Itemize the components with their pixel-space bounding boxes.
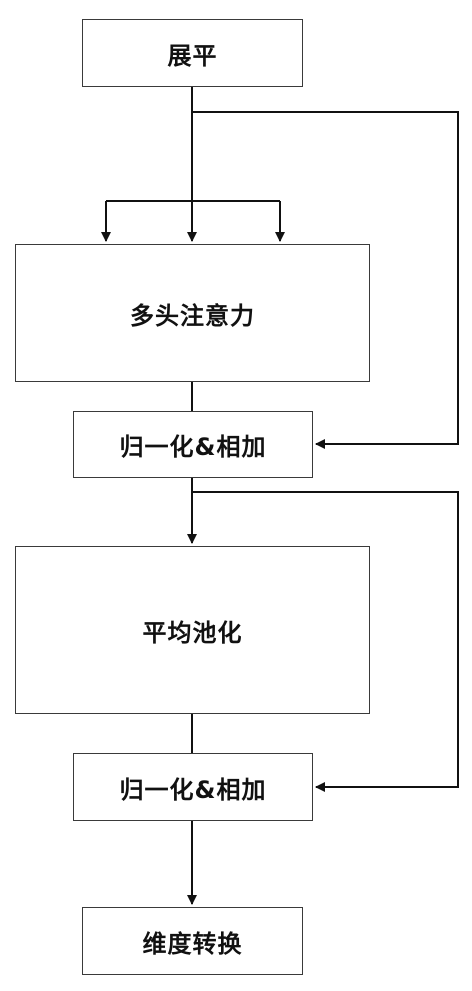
node-norm-add-1: 归一化&相加 (73, 411, 313, 478)
node-avg-pooling-label: 平均池化 (142, 618, 243, 647)
edge-residual-flatten-to-norm-add-1 (192, 111, 459, 449)
node-dimension-transform-label: 维度转换 (142, 929, 243, 958)
node-multi-head-attention-label: 多头注意力 (130, 301, 255, 330)
node-norm-add-1-label: 归一化&相加 (119, 433, 267, 461)
node-flatten: 展平 (82, 19, 303, 87)
node-flatten-label: 展平 (167, 41, 218, 70)
node-avg-pooling: 平均池化 (15, 546, 370, 714)
node-norm-add-2-label: 归一化&相加 (119, 775, 267, 804)
node-multi-head-attention: 多头注意力 (15, 244, 370, 382)
edge-residual-norm-add-1-to-norm-add-2 (192, 491, 459, 792)
node-norm-add-2: 归一化&相加 (73, 753, 313, 821)
node-dimension-transform: 维度转换 (82, 907, 303, 975)
